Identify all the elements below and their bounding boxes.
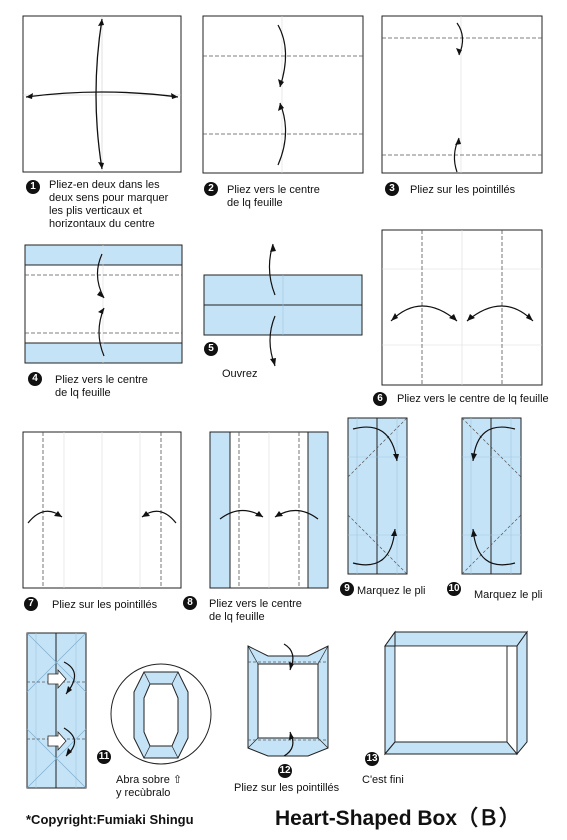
step-number: 10 [447, 582, 461, 596]
step-6-diagram [381, 229, 543, 386]
step-10-caption: Marquez le pli [474, 589, 542, 602]
step-7-diagram [22, 431, 182, 589]
step-1-diagram [22, 15, 182, 173]
step-number: 6 [373, 392, 387, 406]
step-3-diagram [381, 15, 543, 174]
caption-line: C'est fini [362, 774, 404, 786]
step-5-caption: Ouvrez [222, 368, 257, 381]
caption-line: Pliez vers le centre [227, 184, 320, 196]
step-5-diagram [203, 243, 363, 367]
step-13-diagram [383, 630, 528, 756]
step-2-caption: Pliez vers le centre de lq feuille [227, 184, 320, 210]
step-6-caption: Pliez vers le centre de lq feuille [397, 393, 549, 406]
step-7-caption: Pliez sur les pointillés [52, 599, 157, 612]
caption-line: Abra sobre ⇧ [116, 774, 183, 786]
step-2-diagram [202, 15, 364, 174]
caption-line: Marquez le pli [357, 585, 426, 597]
caption-line: Ouvrez [222, 368, 258, 380]
step-number: 7 [24, 597, 38, 611]
step-10-diagram [461, 417, 522, 575]
step-number: 8 [183, 596, 197, 610]
step-9-caption: Marquez le pli [357, 585, 425, 598]
step-12-diagram [247, 643, 329, 757]
step-number: 1 [26, 180, 40, 194]
page-title: Heart-Shaped Box（Ｂ） [275, 807, 521, 830]
caption-line: Pliez sur les pointillés [234, 782, 340, 794]
caption-line: Pliez sur les pointillés [52, 599, 158, 611]
step-1-caption: Pliez-en deux dans les deux sens pour ma… [49, 179, 168, 231]
step-13-caption: C'est fini [362, 774, 404, 787]
caption-line: Marquez le pli [474, 589, 543, 601]
step-number: 12 [278, 764, 292, 778]
caption-line: Pliez sur les pointillés [410, 184, 516, 196]
step-11-caption: Abra sobre ⇧ y recùbralo [116, 774, 182, 800]
step-4-diagram [24, 244, 183, 364]
caption-line: Pliez vers le centre de lq feuille [397, 393, 549, 405]
caption-line: de lq feuille [209, 611, 265, 623]
copyright-text: *Copyright:Fumiaki Shingu [26, 812, 194, 827]
step-number: 2 [204, 182, 218, 196]
caption-line: de lq feuille [227, 197, 283, 209]
caption-line: Pliez vers le centre [55, 374, 148, 386]
caption-line: y recùbralo [116, 787, 171, 799]
step-number: 3 [385, 182, 399, 196]
step-number: 11 [97, 750, 111, 764]
caption-line: les plis verticaux et [49, 205, 142, 217]
caption-line: deux sens pour marquer [49, 192, 169, 204]
step-number: 9 [340, 582, 354, 596]
caption-line: Pliez-en deux dans les [49, 179, 160, 191]
step-number: 5 [204, 342, 218, 356]
step-12-caption: Pliez sur les pointillés [234, 782, 339, 795]
step-9-diagram [347, 417, 408, 575]
step-11-diagram [26, 632, 212, 789]
caption-line: Pliez vers le centre [209, 598, 302, 610]
step-4-caption: Pliez vers le centre de lq feuille [55, 374, 148, 400]
step-8-caption: Pliez vers le centre de lq feuille [209, 598, 302, 624]
step-number: 4 [28, 372, 42, 386]
caption-line: de lq feuille [55, 387, 111, 399]
step-8-diagram [209, 431, 329, 589]
caption-line: horizontaux du centre [49, 218, 155, 230]
step-number: 13 [365, 752, 379, 766]
step-3-caption: Pliez sur les pointillés [410, 184, 515, 197]
